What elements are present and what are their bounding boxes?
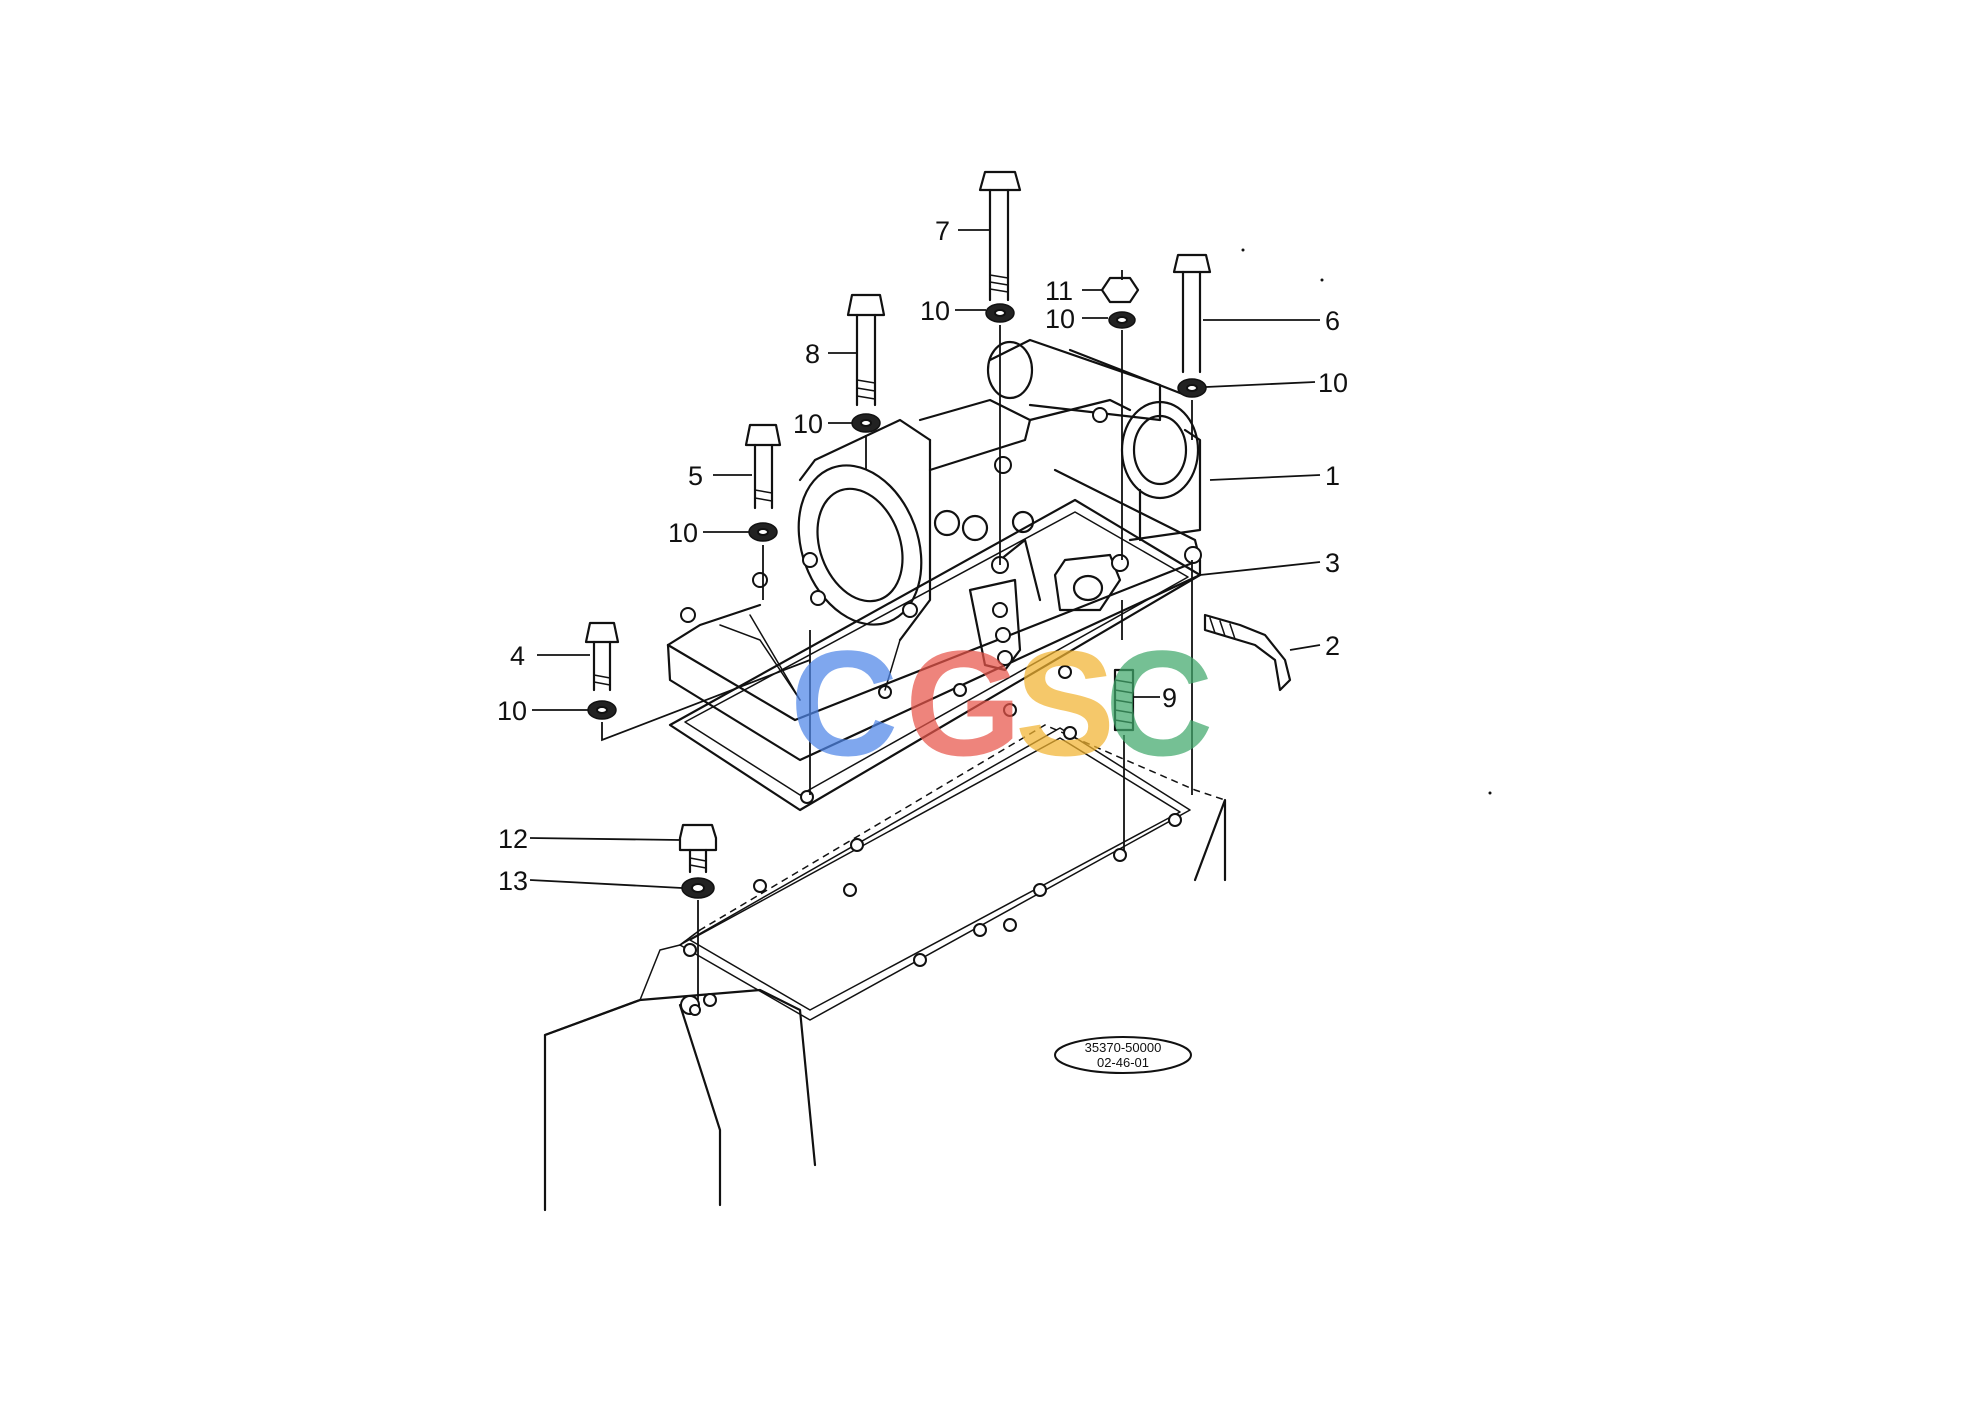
callout-10b: 10 — [1045, 304, 1108, 334]
reference-stamp: 35370-50000 02-46-01 — [1054, 1036, 1192, 1074]
reference-part-number: 35370-50000 — [1085, 1040, 1162, 1055]
callout-10d: 10 — [793, 409, 852, 439]
watermark-letter-s: S — [1015, 619, 1115, 787]
case-gasket-outline — [679, 724, 1226, 1021]
callout-10c: 10 — [1205, 368, 1348, 398]
callout-10a: 10 — [920, 296, 986, 326]
case-bolt-holes — [680, 726, 1182, 1016]
pipe-2 — [1203, 613, 1292, 692]
callout-2: 2 — [1289, 631, 1340, 661]
callout-label: 9 — [1162, 683, 1177, 713]
callout-11: 11 — [1045, 276, 1102, 306]
callout-label: 8 — [805, 339, 820, 369]
stud-9 — [1113, 668, 1135, 850]
callout-label: 7 — [935, 216, 950, 246]
callout-label: 2 — [1325, 631, 1340, 661]
callout-3: 3 — [1199, 548, 1340, 578]
scan-dot — [1488, 791, 1492, 795]
transmission-case — [543, 798, 1227, 1212]
bolt-7 — [978, 170, 1022, 565]
callout-label: 1 — [1325, 461, 1340, 491]
callout-10e: 10 — [668, 518, 749, 548]
callout-label: 6 — [1325, 306, 1340, 336]
callout-12: 12 — [498, 824, 681, 854]
callout-label: 12 — [498, 824, 528, 854]
bolt-8 — [846, 293, 886, 470]
bolt-5 — [744, 423, 782, 600]
hydraulic-cover — [666, 338, 1202, 762]
callout-6: 6 — [1203, 306, 1340, 336]
bolt-6 — [1172, 253, 1212, 795]
scan-dot — [1241, 248, 1245, 252]
callout-label: 13 — [498, 866, 528, 896]
callout-label: 10 — [1045, 304, 1075, 334]
watermark-letter-c1: C — [790, 619, 898, 787]
scan-dot — [1320, 278, 1324, 282]
callout-8: 8 — [805, 339, 857, 369]
callout-5: 5 — [688, 461, 752, 491]
watermark-letter-c2: C — [1105, 619, 1213, 787]
callout-4: 4 — [510, 641, 590, 671]
callout-7: 7 — [935, 216, 990, 246]
callout-label: 4 — [510, 641, 525, 671]
callout-13: 13 — [498, 866, 683, 896]
reference-page-code: 02-46-01 — [1097, 1055, 1149, 1070]
callout-9: 9 — [1133, 683, 1177, 713]
callout-label: 5 — [688, 461, 703, 491]
watermark-letter-g: G — [905, 619, 1022, 787]
callout-10f: 10 — [497, 696, 588, 726]
callout-label: 10 — [920, 296, 950, 326]
watermark: C G S C — [790, 619, 1213, 787]
bolt-4 — [584, 621, 811, 742]
callout-label: 10 — [1318, 368, 1348, 398]
callout-label: 10 — [497, 696, 527, 726]
callout-label: 10 — [793, 409, 823, 439]
callout-label: 11 — [1045, 276, 1073, 306]
plug-12 — [678, 823, 718, 1000]
callout-label: 3 — [1325, 548, 1340, 578]
callout-label: 10 — [668, 518, 698, 548]
callout-1: 1 — [1209, 461, 1340, 491]
